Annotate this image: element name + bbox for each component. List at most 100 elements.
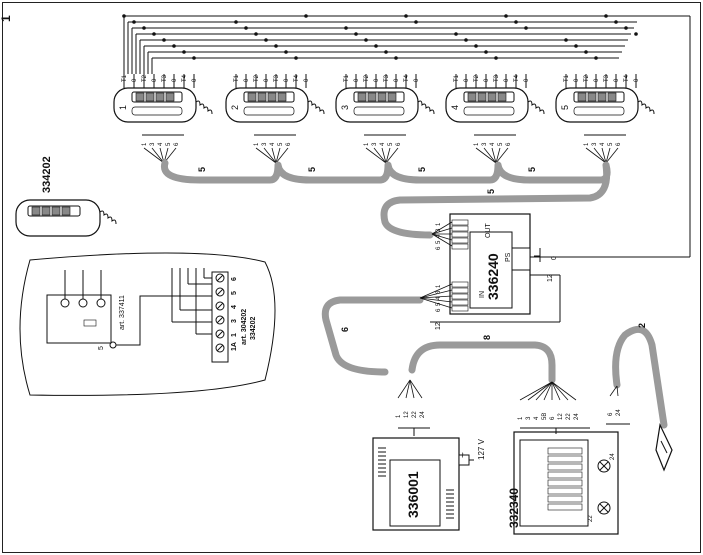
fan-label: 5 — [166, 142, 172, 146]
terminal-label: T3 — [162, 74, 168, 82]
cable-count: 5 — [307, 167, 317, 172]
terminal-label: T1 — [564, 74, 570, 82]
ps-in-label: IN — [479, 291, 486, 298]
panel-side-24: 24 — [610, 453, 616, 460]
panel-term: 22 — [566, 413, 572, 420]
ps-out-term: 6 — [436, 246, 442, 250]
lock-term: 24 — [616, 409, 622, 416]
standalone-handset: 334202 — [15, 156, 117, 237]
ps-out-term: 5 — [436, 240, 442, 244]
handset-number: 4 — [450, 105, 460, 110]
terminal-label: T4 — [294, 74, 300, 82]
panel-term: 12 — [558, 413, 564, 420]
panel-lamp-22 — [597, 501, 611, 515]
terminal-label: 0 — [244, 78, 250, 82]
fan-label: 1 — [474, 142, 480, 146]
panel-term: 24 — [574, 413, 580, 420]
inset-terminal: 6 — [231, 277, 238, 281]
inset-terminal: 1 — [231, 333, 238, 337]
cable-count-trafo: 6 — [340, 327, 350, 332]
cable-handset-chain — [160, 159, 611, 239]
inset-terminal: 4 — [231, 305, 238, 309]
handset-part-number: 334202 — [41, 156, 53, 193]
fan-label: 6 — [616, 142, 622, 146]
ps-side-12a: 12 — [547, 274, 554, 282]
inset-terminal: 3 — [231, 319, 238, 323]
panel-lamp-24 — [597, 459, 611, 473]
terminal-label: 0 — [394, 78, 400, 82]
handset-number: 1 — [118, 105, 128, 110]
terminal-label: 0 — [264, 78, 270, 82]
fan-label: 6 — [506, 142, 512, 146]
terminal-label: 0 — [524, 78, 530, 82]
terminal-label: 0 — [594, 78, 600, 82]
figure-number: 1 — [0, 15, 13, 22]
terminal-label: T2 — [474, 74, 480, 82]
panel-term: 3 — [526, 416, 532, 420]
terminal-label: 0 — [634, 78, 640, 82]
fan-label: 4 — [490, 142, 496, 146]
terminal-art-1: art. 304202 — [241, 309, 248, 345]
fan-label: 4 — [158, 142, 164, 146]
fan-label: 1 — [142, 142, 148, 146]
cable-trafo-to-panel — [408, 341, 556, 384]
cable-group — [160, 159, 668, 429]
panel-term: 6 — [550, 416, 556, 420]
panel-part-number: 332340 — [507, 488, 521, 528]
door-lock — [655, 423, 673, 472]
terminal-label: T3 — [494, 74, 500, 82]
handset-body — [15, 199, 101, 237]
fan-label: 1 — [584, 142, 590, 146]
terminal-label: 0 — [284, 78, 290, 82]
fan-label: 5 — [608, 142, 614, 146]
panel-side-22: 22 — [588, 515, 594, 522]
terminal-label: T1 — [344, 74, 350, 82]
fan-label: 3 — [262, 142, 268, 146]
terminal-label: T3 — [604, 74, 610, 82]
ps-in-term: 3 — [436, 290, 442, 294]
fan-label: 4 — [270, 142, 276, 146]
terminal-label: T2 — [364, 74, 370, 82]
terminal-label: T4 — [514, 74, 520, 82]
fan-label: 6 — [174, 142, 180, 146]
terminal-label: 0 — [574, 78, 580, 82]
ps-ps-label: PS — [505, 252, 512, 262]
terminal-label: 0 — [192, 78, 198, 82]
cable-ps-to-trafo — [321, 296, 424, 376]
fan-label: 4 — [380, 142, 386, 146]
ps-side-0: 0 — [551, 256, 558, 260]
ps-out-term: 1 — [436, 222, 442, 226]
transformer-336001: 336001 ~ 127 V — [372, 437, 486, 531]
handset-number: 5 — [560, 105, 570, 110]
terminal-label: 0 — [374, 78, 380, 82]
ps-side-12b: 12 — [435, 322, 442, 330]
panel-term: 1 — [518, 416, 524, 420]
fan-label: 5 — [498, 142, 504, 146]
transformer-part-number: 336001 — [405, 471, 421, 518]
panel-term: 4 — [534, 416, 540, 420]
terminal-label: T4 — [624, 74, 630, 82]
terminal-label: T1 — [454, 74, 460, 82]
ps-in-term: 6 — [436, 308, 442, 312]
fan-label: 6 — [396, 142, 402, 146]
terminal-label: T1 — [234, 74, 240, 82]
fan-label: 5 — [278, 142, 284, 146]
fan-label: 6 — [286, 142, 292, 146]
cable-count-lock: 2 — [637, 323, 647, 328]
terminal-label: T3 — [384, 74, 390, 82]
inset-outline — [19, 252, 276, 396]
fan-label: 5 — [388, 142, 394, 146]
